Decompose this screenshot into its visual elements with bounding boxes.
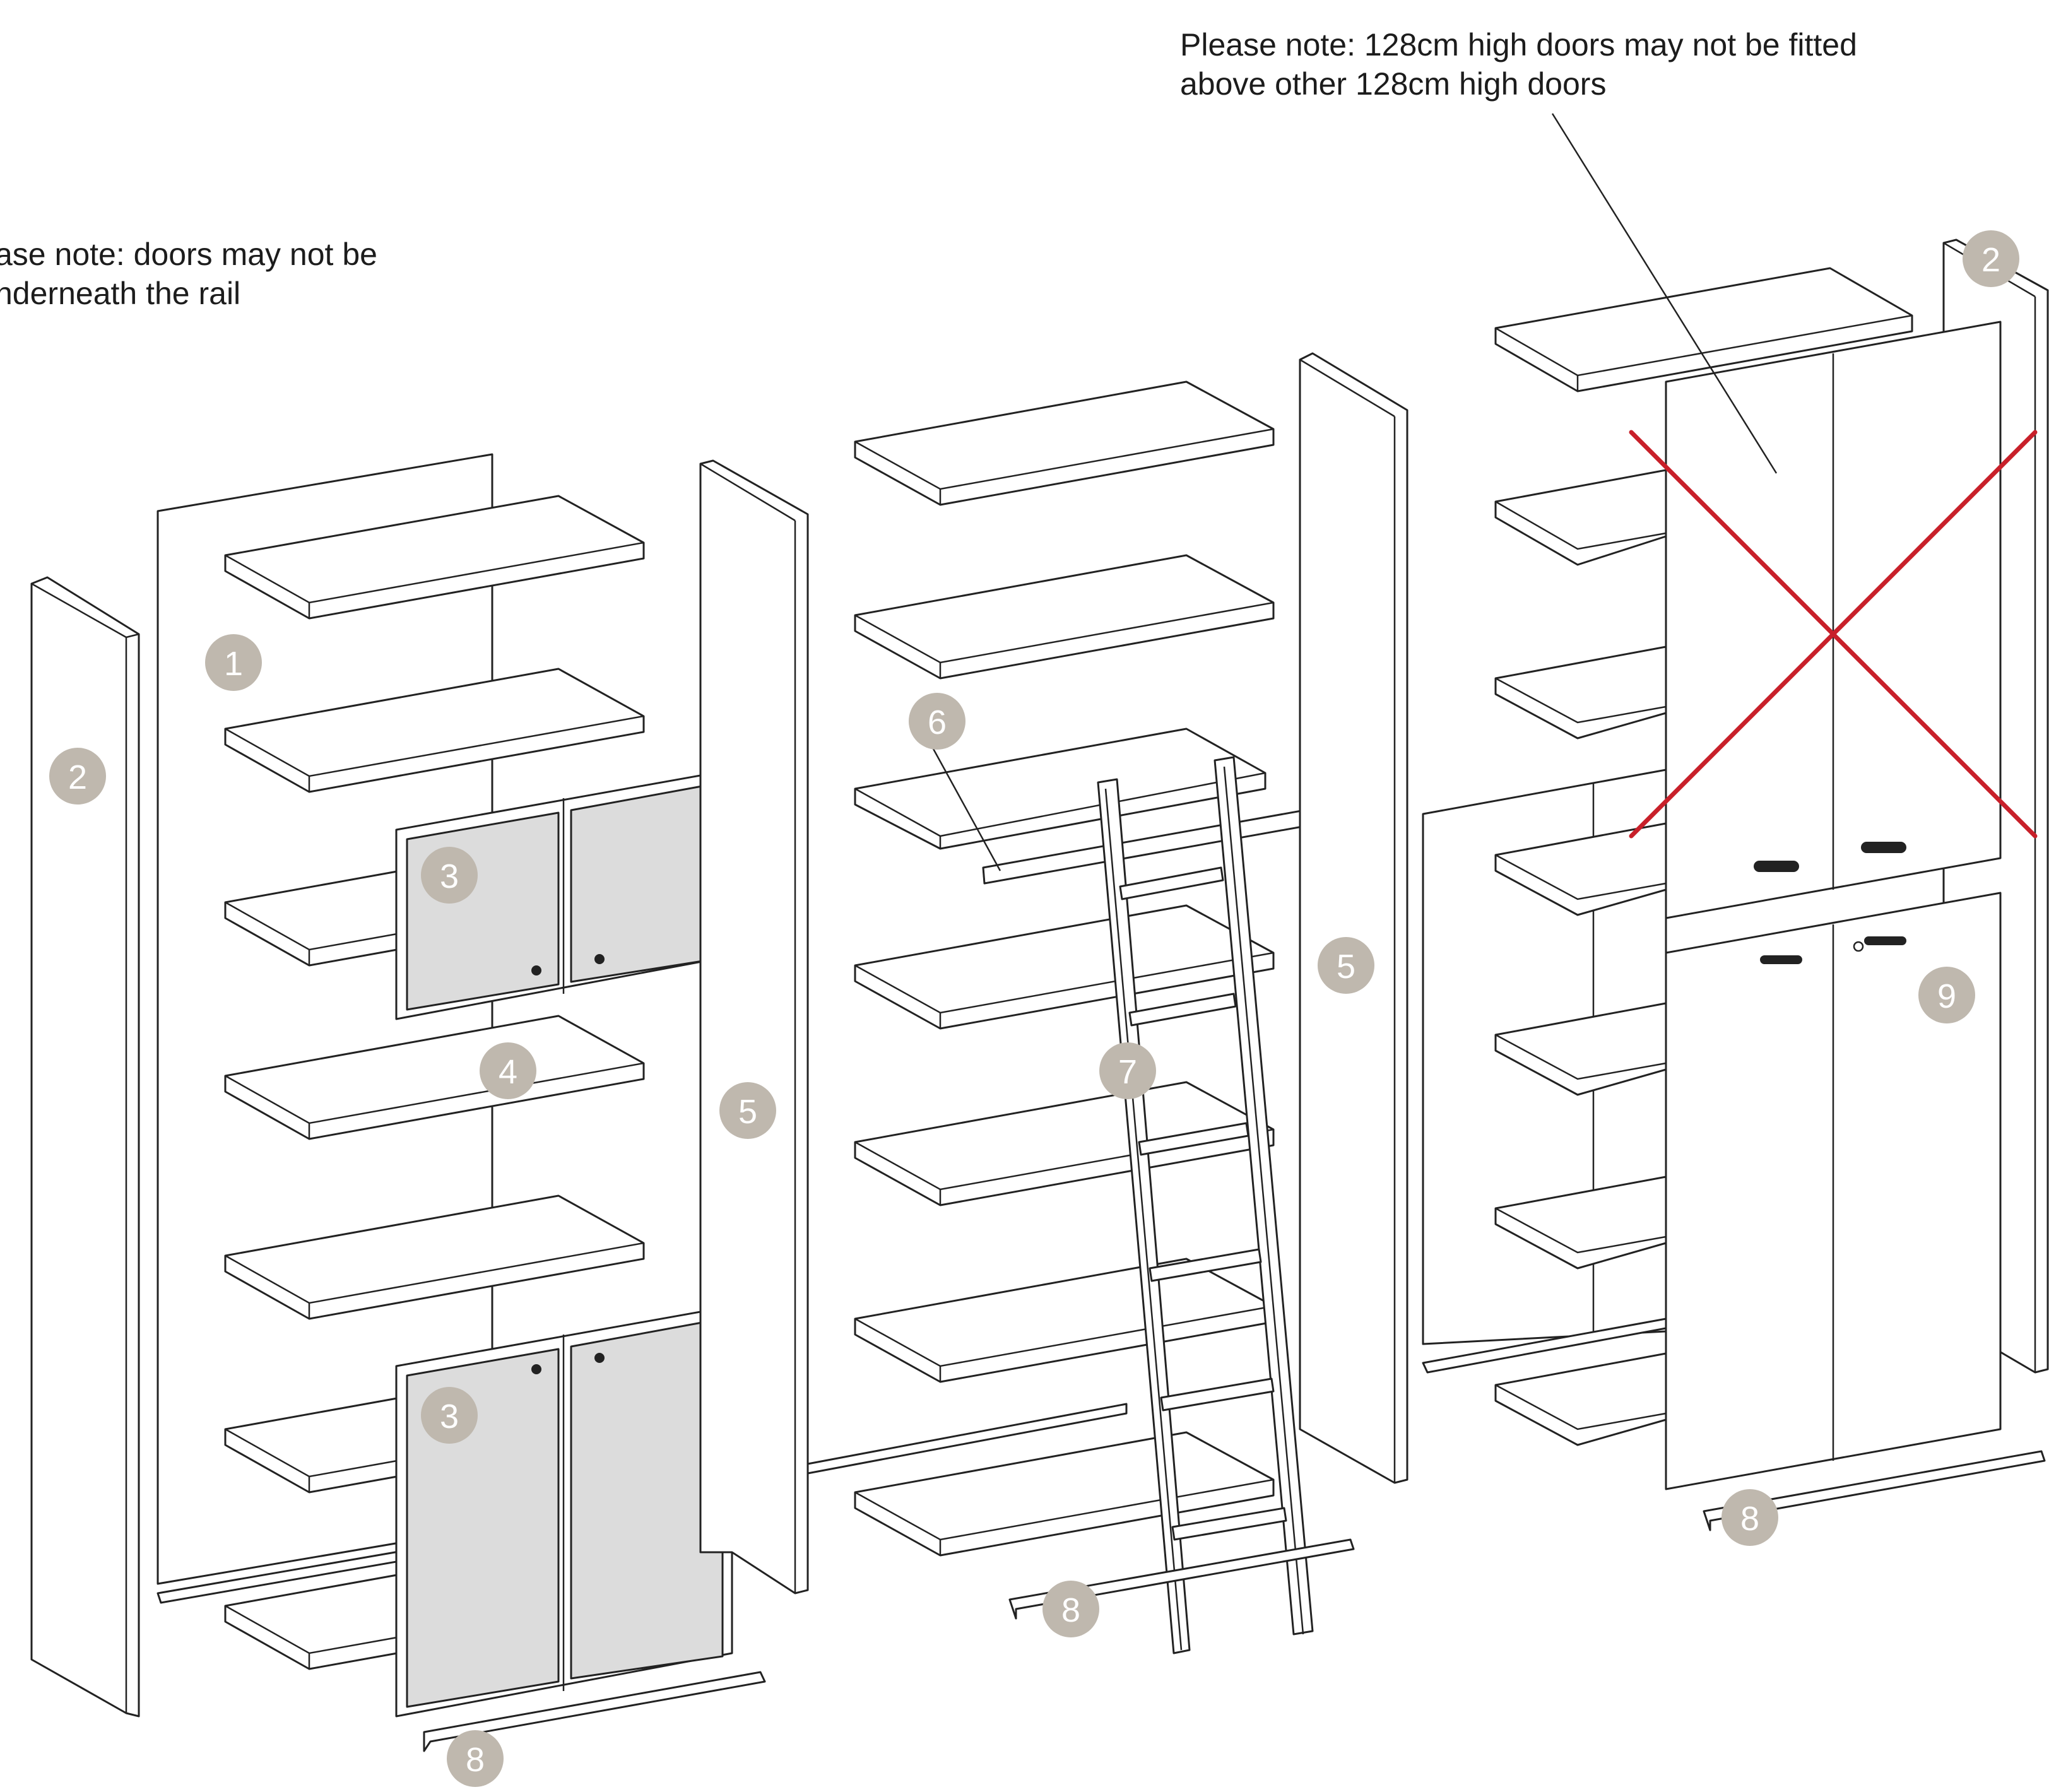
callout-2-left: 2 (49, 748, 106, 805)
svg-text:8: 8 (1740, 1500, 1759, 1538)
tall-door-lower (1665, 892, 2002, 1490)
callout-6-leader (931, 747, 1001, 871)
note-leader-line (1551, 113, 1778, 474)
svg-text:9: 9 (1937, 977, 1956, 1015)
library-ladder (1097, 756, 1314, 1654)
svg-text:5: 5 (738, 1093, 757, 1131)
middle-shelves (854, 380, 1275, 1557)
plinth-rail-left-front (423, 1671, 766, 1752)
tall-door-upper (1665, 321, 2002, 919)
left-note-line2: nderneath the rail (0, 276, 240, 311)
svg-text:8: 8 (1061, 1591, 1080, 1629)
side-panel-mid-right (1299, 352, 1408, 1484)
svg-text:1: 1 (224, 645, 243, 683)
right-note-line2: above other 128cm high doors (1180, 66, 1606, 102)
callout-7: 7 (1099, 1042, 1156, 1099)
callout-9: 9 (1918, 967, 1975, 1023)
svg-text:4: 4 (499, 1053, 517, 1091)
left-unit (30, 453, 809, 1752)
callout-8-mid: 8 (1042, 1581, 1099, 1637)
callout-6: 6 (909, 693, 965, 750)
svg-text:3: 3 (440, 1398, 459, 1435)
glass-door-large (395, 1305, 733, 1718)
callout-4: 4 (480, 1042, 536, 1099)
callout-5-right: 5 (1318, 937, 1374, 994)
svg-text:3: 3 (440, 858, 459, 895)
svg-text:5: 5 (1337, 948, 1355, 986)
right-note-line1: Please note: 128cm high doors may not be… (1180, 27, 1857, 62)
plinth-rail-right (1703, 1450, 2046, 1531)
side-panel-mid-left (699, 459, 809, 1595)
svg-text:8: 8 (466, 1741, 485, 1779)
svg-text:2: 2 (68, 758, 87, 796)
callout-2-right: 2 (1963, 230, 2019, 287)
svg-text:7: 7 (1118, 1053, 1137, 1091)
svg-text:6: 6 (928, 704, 947, 741)
callout-3-bottom: 3 (421, 1387, 478, 1444)
callout-3-top: 3 (421, 847, 478, 904)
callout-8-right: 8 (1721, 1489, 1778, 1546)
callout-8-left: 8 (447, 1730, 504, 1787)
not-allowed-cross (1629, 430, 2038, 839)
callout-1: 1 (205, 634, 262, 691)
right-shelves (1494, 267, 1913, 1446)
left-note-line1: ase note: doors may not be (0, 237, 377, 272)
callout-5-left: 5 (719, 1082, 776, 1139)
right-unit (1422, 113, 2049, 1531)
plinth-rail-mid (1008, 1538, 1355, 1620)
svg-text:2: 2 (1981, 241, 2000, 279)
side-panel-far-left (30, 576, 140, 1718)
middle-unit (806, 352, 1408, 1654)
